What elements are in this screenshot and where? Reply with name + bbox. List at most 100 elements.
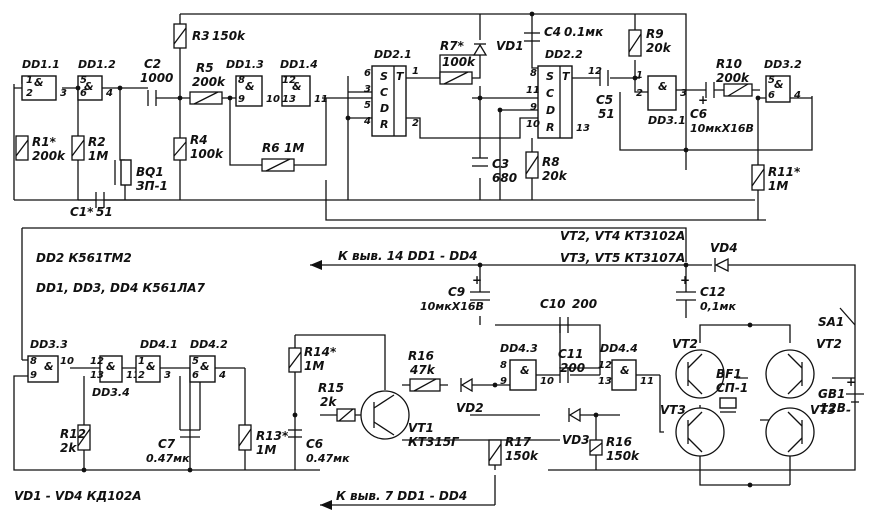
svg-text:100k: 100k: [190, 147, 224, 161]
svg-text:5: 5: [192, 356, 199, 367]
svg-text:6: 6: [364, 68, 371, 79]
resistor-r7: R7* 100k: [439, 39, 476, 85]
svg-text:12: 12: [598, 360, 612, 371]
svg-text:C5: C5: [596, 93, 613, 107]
svg-text:T: T: [562, 70, 571, 83]
svg-text:&: &: [292, 80, 302, 93]
svg-text:R15: R15: [318, 381, 344, 395]
capacitor-c1: C1* 51: [70, 192, 113, 219]
gate-dd34: DD3.4 & 12 13 11: [90, 355, 140, 399]
svg-text:DD4.4: DD4.4: [600, 342, 638, 355]
svg-text:9: 9: [500, 376, 507, 387]
diode-vd1: VD1: [472, 39, 524, 56]
svg-text:&: &: [620, 364, 630, 377]
svg-text:К выв. 14 DD1 - DD4: К выв. 14 DD1 - DD4: [338, 249, 478, 263]
svg-text:R17: R17: [505, 435, 532, 449]
svg-text:&: &: [520, 364, 530, 377]
svg-text:VD1: VD1: [496, 39, 524, 53]
svg-text:10: 10: [526, 119, 540, 130]
arrow-to-pin7: К выв. 7 DD1 - DD4: [320, 489, 467, 510]
gate-dd41: DD4.1 & 1 2 3: [135, 338, 178, 383]
svg-text:10: 10: [266, 94, 280, 105]
svg-text:4: 4: [218, 370, 226, 381]
svg-text:47k: 47k: [409, 363, 436, 377]
svg-text:D: D: [546, 104, 555, 117]
svg-text:3: 3: [164, 370, 171, 381]
transistor-vt1: VT1 КТ315Г: [360, 390, 460, 449]
svg-text:10: 10: [60, 356, 74, 367]
svg-text:VT1: VT1: [408, 421, 434, 435]
piezo-bq1: BQ1 ЗП-1: [114, 159, 168, 193]
capacitor-c10: C10 200: [540, 297, 597, 333]
svg-text:ЗП-1: ЗП-1: [136, 179, 168, 193]
diode-vd2: VD2: [456, 377, 484, 415]
svg-text:GB1: GB1: [818, 387, 845, 401]
svg-text:КТ315Г: КТ315Г: [408, 435, 460, 449]
svg-text:1M: 1M: [304, 359, 324, 373]
gate-dd43: DD4.3 & 8 9 10: [500, 342, 554, 391]
svg-text:13: 13: [282, 94, 296, 105]
svg-text:R2: R2: [88, 135, 106, 149]
svg-text:&: &: [106, 360, 116, 373]
svg-text:VD4: VD4: [710, 241, 738, 255]
resistor-r2: R2 1M: [71, 135, 108, 163]
svg-text:680: 680: [492, 171, 517, 185]
trigger-dd21: DD2.1 S C D R T 6 3 5 4 1 2: [363, 48, 419, 137]
svg-text:R8: R8: [542, 155, 560, 169]
svg-text:+: +: [698, 93, 708, 107]
svg-text:BQ1: BQ1: [136, 165, 164, 179]
svg-text:+: +: [472, 273, 482, 287]
gate-dd32: DD3.2 & 5 6 4: [764, 58, 802, 103]
trigger-dd22: DD2.2 S C D R T 8 11 9 10 12 13: [526, 48, 602, 139]
svg-text:R6: R6: [262, 141, 280, 155]
svg-text:R14*: R14*: [304, 345, 337, 359]
note-vd: VD1 - VD4 КД102А: [14, 489, 142, 503]
svg-text:R4: R4: [190, 133, 208, 147]
resistor-r12: R12 2k: [60, 424, 91, 455]
svg-text:R9: R9: [646, 27, 664, 41]
transistor-vt3-left: VT3: [660, 403, 725, 457]
capacitor-c3: C3 680: [472, 157, 517, 185]
svg-text:4: 4: [363, 116, 371, 127]
svg-text:12: 12: [282, 75, 296, 86]
switch-sa1: SA1: [818, 307, 856, 329]
svg-text:0,1мк: 0,1мк: [700, 300, 736, 313]
svg-text:R: R: [546, 121, 554, 134]
svg-text:12: 12: [90, 356, 104, 367]
svg-text:DD4.1: DD4.1: [140, 338, 178, 351]
capacitor-c4: C4 0.1мк: [524, 25, 604, 42]
capacitor-c12: + C12 0,1мк: [676, 273, 736, 313]
svg-text:9: 9: [30, 370, 37, 381]
svg-text:C11: C11: [558, 347, 584, 361]
svg-text:DD1.4: DD1.4: [280, 58, 318, 71]
svg-text:5: 5: [364, 100, 371, 111]
gate-dd31: DD3.1 & 1 2 3: [636, 70, 687, 127]
resistor-r15: R15 2k: [318, 381, 356, 422]
svg-text:&: &: [34, 76, 44, 89]
svg-text:C1*: C1*: [70, 205, 94, 219]
svg-text:5: 5: [80, 75, 87, 86]
svg-text:11: 11: [126, 370, 140, 381]
battery-gb1: GB1 12В + -: [818, 375, 864, 417]
svg-text:R: R: [380, 118, 388, 131]
svg-text:DD3.3: DD3.3: [30, 338, 68, 351]
svg-text:3: 3: [680, 88, 687, 99]
svg-text:D: D: [380, 102, 389, 115]
svg-text:C4: C4: [544, 25, 561, 39]
svg-text:&: &: [200, 360, 210, 373]
gate-dd13: DD1.3 & 8 9 10: [226, 58, 280, 107]
svg-text:SA1: SA1: [818, 315, 844, 329]
resistor-r5: R5 200k: [189, 61, 226, 105]
svg-text:13: 13: [576, 123, 590, 134]
svg-text:9: 9: [530, 102, 537, 113]
resistor-r11: R11* 1M: [751, 164, 801, 193]
capacitor-c6-047: C6 0.47мк: [288, 429, 350, 465]
svg-text:&: &: [146, 360, 156, 373]
resistor-r6: R6 1M: [261, 141, 304, 172]
svg-text:S: S: [546, 70, 554, 83]
resistor-r3: R3 150k: [173, 23, 246, 49]
svg-text:C6: C6: [306, 437, 323, 451]
svg-text:R10: R10: [716, 57, 742, 71]
svg-text:0.47мк: 0.47мк: [146, 452, 190, 465]
svg-text:DD2.1: DD2.1: [374, 48, 412, 61]
